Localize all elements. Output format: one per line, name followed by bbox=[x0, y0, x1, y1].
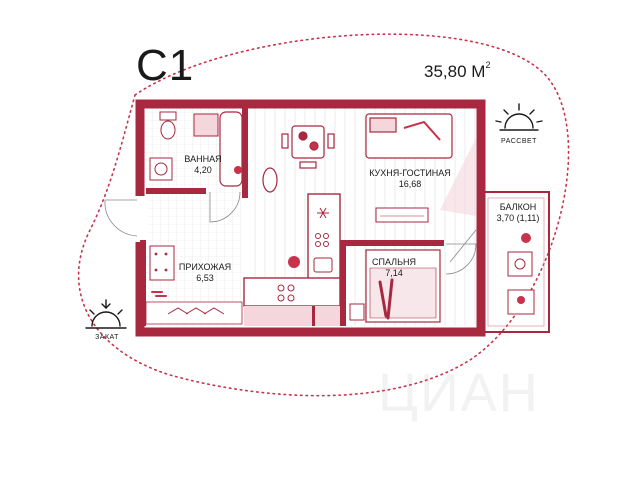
bedroom-wall-left bbox=[340, 240, 346, 326]
room-label-bathroom: ВАННАЯ 4,20 bbox=[178, 154, 228, 176]
washing-machine bbox=[149, 157, 173, 181]
bath-decor bbox=[234, 166, 242, 174]
sofa bbox=[365, 113, 453, 159]
room-label-balcony: БАЛКОН 3,70 (1,11) bbox=[487, 202, 549, 224]
kitchen-counter-bottom bbox=[243, 277, 341, 307]
dining-table bbox=[281, 125, 335, 169]
kitchen-niche-divider bbox=[312, 306, 315, 326]
room-name-balcony: БАЛКОН bbox=[499, 202, 537, 212]
counter-appliances bbox=[313, 207, 333, 273]
room-area-hallway: 6,53 bbox=[196, 273, 214, 283]
balcony-door-swing bbox=[449, 229, 477, 263]
watermark: ЦИАН bbox=[378, 363, 540, 423]
sunrise-label: РАССВЕТ bbox=[501, 138, 537, 145]
bedroom-door bbox=[445, 243, 477, 275]
person-sleeping bbox=[378, 278, 394, 320]
entrance-gap bbox=[133, 196, 147, 242]
balcony-inner bbox=[487, 197, 545, 327]
kitchen-rug bbox=[262, 167, 278, 193]
room-label-hallway: ПРИХОЖАЯ 6,53 bbox=[170, 262, 240, 284]
room-name-bedroom: СПАЛЬНЯ bbox=[372, 257, 416, 267]
window-light bbox=[440, 138, 476, 216]
plant-hallway bbox=[288, 256, 300, 268]
kitchen-niche bbox=[244, 306, 340, 326]
shoes bbox=[151, 291, 167, 297]
room-name-kitchen-living: КУХНЯ-ГОСТИНАЯ bbox=[369, 168, 451, 178]
bathroom-wall-right bbox=[242, 108, 248, 198]
balcony-plant bbox=[521, 233, 531, 243]
bedroom-wall-top bbox=[340, 240, 444, 246]
sink bbox=[193, 113, 219, 137]
room-name-hallway: ПРИХОЖАЯ bbox=[178, 262, 232, 272]
hallway-cabinet bbox=[149, 245, 175, 281]
room-name-bathroom: ВАННАЯ bbox=[184, 154, 222, 164]
bathroom-wall-bottom bbox=[146, 188, 206, 194]
air-conditioner bbox=[375, 207, 429, 223]
entrance-door-swing bbox=[104, 199, 138, 237]
sunrise-icon bbox=[495, 103, 543, 131]
room-area-bathroom: 4,20 bbox=[194, 165, 212, 175]
room-label-bedroom: СПАЛЬНЯ 7,14 bbox=[366, 257, 422, 279]
room-area-bedroom: 7,14 bbox=[385, 268, 403, 278]
sunset-label: ЗАКАТ bbox=[95, 334, 119, 341]
sunset-icon bbox=[85, 299, 127, 329]
plan-title: С1 bbox=[136, 41, 195, 90]
balcony-chair-top bbox=[507, 251, 533, 277]
hangers bbox=[167, 307, 225, 315]
room-area-kitchen-living: 16,68 bbox=[398, 179, 422, 189]
room-label-kitchen-living: КУХНЯ-ГОСТИНАЯ 16,68 bbox=[360, 168, 460, 190]
total-area-value: 35,80 М bbox=[424, 62, 486, 81]
stove bbox=[277, 284, 295, 302]
hallway-shelf bbox=[145, 301, 243, 325]
hallway-wall bbox=[140, 240, 146, 326]
toilet bbox=[159, 111, 177, 140]
bed-blanket bbox=[369, 267, 437, 319]
bathroom-door bbox=[209, 191, 241, 223]
balcony-chair-bottom bbox=[507, 289, 535, 315]
nightstand bbox=[349, 303, 365, 321]
room-area-balcony: 3,70 (1,11) bbox=[496, 213, 540, 223]
total-area: 35,80 М2 bbox=[424, 60, 491, 82]
area-unit-power: 2 bbox=[485, 60, 491, 70]
